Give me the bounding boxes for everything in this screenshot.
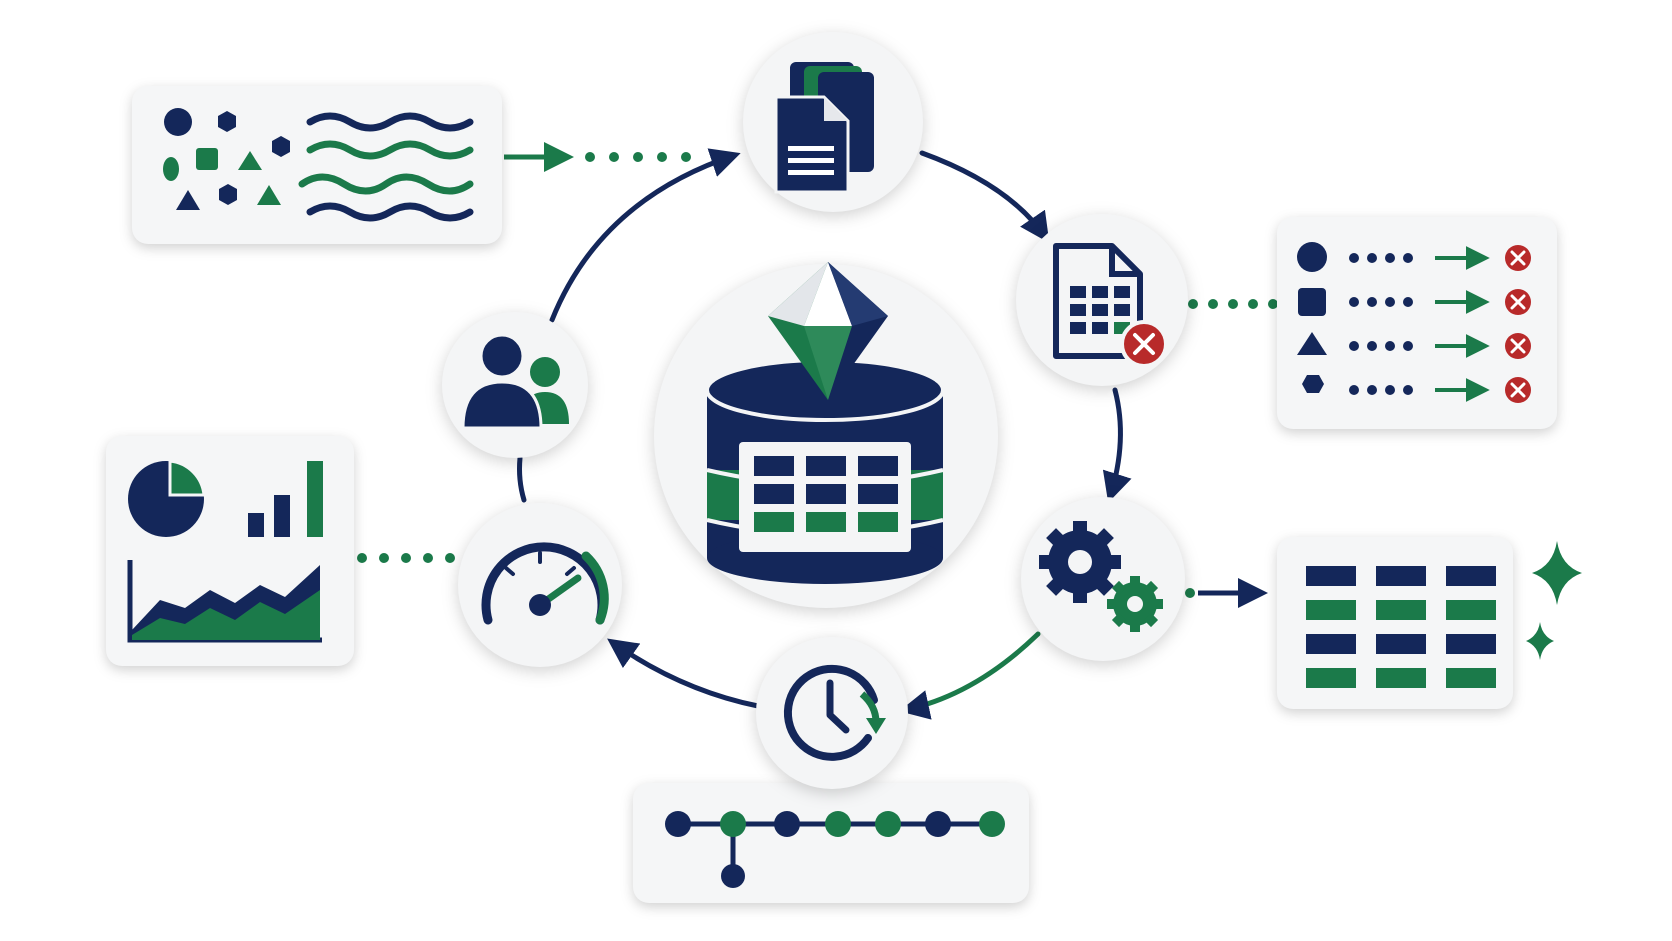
arc-gears-to-clock [899,631,1041,720]
raw-input-card [132,86,502,244]
branching-timeline-icon [665,811,1005,888]
arc-gauge-to-users [517,455,527,503]
shapes-and-waves-icon [163,108,474,222]
users-node [442,312,588,458]
spreadsheet-error-icon [1053,243,1168,368]
invalid-shapes-list-icon [1297,242,1531,403]
output-table-card [1277,537,1582,709]
database-node [654,262,998,608]
validation-card [1277,217,1557,429]
clock-node [756,637,908,789]
charts-icon [127,459,323,643]
database-gem-icon [705,262,945,584]
documents-node [743,32,923,212]
clean-table-icon [1306,566,1496,688]
arc-clock-to-gauge [607,638,761,709]
arc-right-to-gears [1102,387,1132,503]
gears-icon [1039,521,1163,632]
error-x-icon [1505,245,1531,403]
arc-users-to-top [549,148,741,323]
gauge-icon [481,542,609,625]
timeline-card [633,783,1029,903]
cycle-arrows [517,148,1132,720]
arc-top-to-right [919,150,1050,243]
spreadsheet-error-node [1016,214,1188,386]
gauge-node [458,503,622,667]
gears-node [1021,497,1185,661]
users-icon [461,333,569,430]
clock-refresh-icon [783,664,886,761]
documents-icon [774,62,874,194]
sparkle-icon [1526,541,1582,660]
dashboard-card [106,436,354,666]
connectors [357,142,1278,608]
